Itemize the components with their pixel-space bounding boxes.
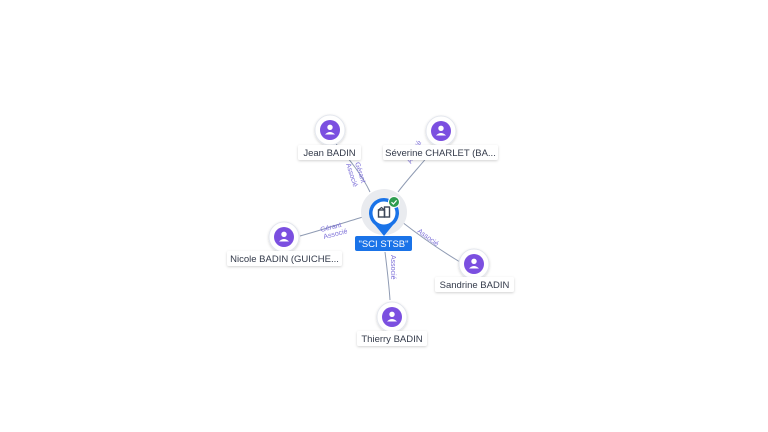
company-node[interactable]: "SCI STSB" — [355, 189, 412, 251]
edge-thierry — [384, 251, 391, 301]
edge-label-thierry-associe: Associé — [389, 255, 396, 280]
edge-label-sandrine-associe: Associé — [416, 228, 440, 248]
person-label-sandrine: Sandrine BADIN — [440, 280, 510, 291]
person-label-severine: Séverine CHARLET (BA... — [385, 148, 496, 159]
person-node-nicole[interactable]: Nicole BADIN (GUICHE... — [227, 221, 342, 266]
person-label-nicole: Nicole BADIN (GUICHE... — [230, 254, 339, 265]
company-label-box — [355, 236, 412, 251]
edge-nicole — [299, 215, 367, 237]
person-icon — [431, 121, 451, 141]
person-icon — [320, 120, 340, 140]
person-node-severine[interactable]: Séverine CHARLET (BA... — [383, 115, 498, 160]
person-icon — [382, 307, 402, 327]
company-label: "SCI STSB" — [358, 239, 408, 250]
check-circle-icon — [388, 196, 400, 208]
person-label-thierry: Thierry BADIN — [361, 334, 422, 345]
person-label-jean: Jean BADIN — [303, 148, 355, 159]
edge-sandrine — [401, 221, 461, 263]
building-icon — [377, 206, 391, 218]
person-icon — [274, 227, 294, 247]
person-node-sandrine[interactable]: Sandrine BADIN — [435, 248, 514, 292]
edge-label-nicole-gerant: Gérant — [320, 222, 343, 234]
person-icon — [464, 254, 484, 274]
person-node-thierry[interactable]: Thierry BADIN — [357, 301, 427, 346]
person-node-jean[interactable]: Jean BADIN — [298, 114, 361, 160]
